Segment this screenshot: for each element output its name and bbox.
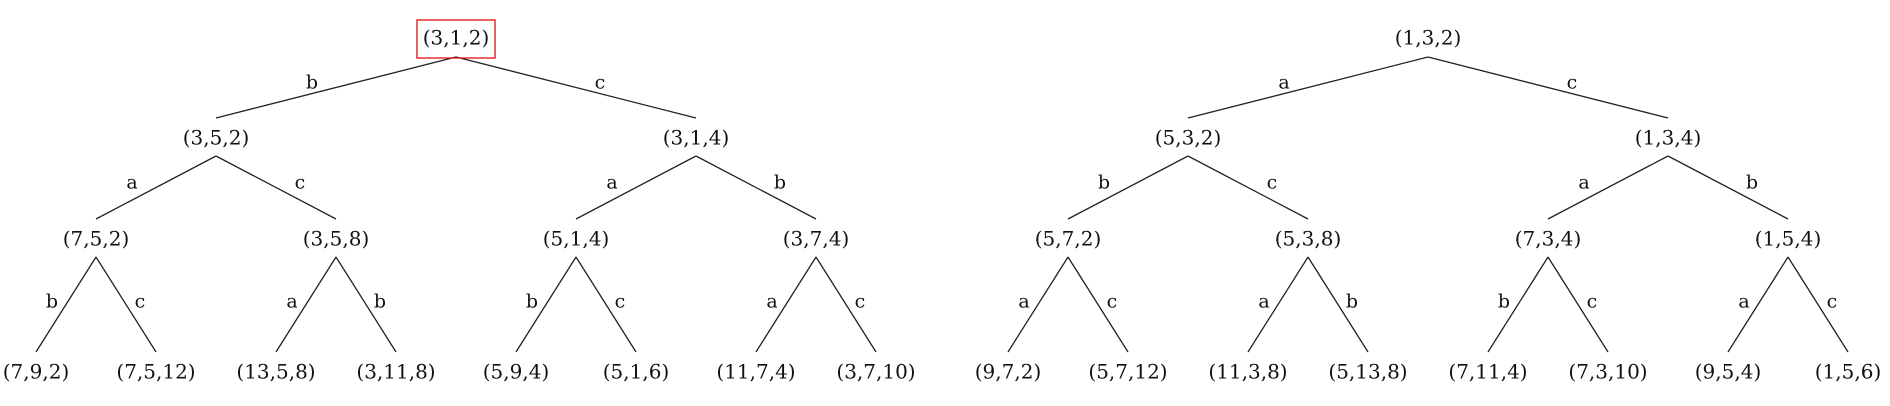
tree-edge bbox=[215, 56, 457, 119]
tree-node: (7,5,2) bbox=[63, 227, 130, 251]
edge-label: c bbox=[1587, 291, 1598, 313]
tree-leaf-node: (5,1,6) bbox=[603, 360, 670, 384]
tree-node: (1,3,4) bbox=[1635, 126, 1702, 150]
tree-edge bbox=[755, 256, 817, 353]
edge-label: c bbox=[135, 291, 146, 313]
tree-leaf-node: (11,3,8) bbox=[1208, 360, 1287, 384]
edge-label: b bbox=[46, 291, 58, 313]
tree-leaf-node: (7,5,12) bbox=[116, 360, 195, 384]
edge-label: c bbox=[295, 172, 306, 194]
tree-edge bbox=[1007, 256, 1069, 353]
tree-labels: a b a (9,7,2) c (5,7,12) (5,7,2) c a (11,3,8) b (5,… bbox=[975, 26, 1882, 384]
tree-edge bbox=[575, 256, 637, 353]
tree-root-node: (1,3,2) bbox=[1395, 26, 1462, 50]
edge-label: a bbox=[1738, 291, 1749, 313]
tree-edge bbox=[95, 155, 217, 220]
tree-edge bbox=[695, 155, 817, 220]
tree-leaf-node: (1,5,6) bbox=[1815, 360, 1882, 384]
edge-label: a bbox=[606, 172, 617, 194]
tree-leaf-node: (7,11,4) bbox=[1448, 360, 1527, 384]
tree-edge bbox=[1547, 256, 1609, 353]
tree-edge bbox=[1787, 256, 1849, 353]
tree-edge bbox=[575, 155, 697, 220]
tree-leaf-node: (3,7,10) bbox=[836, 360, 915, 384]
tree-leaf-node: (9,7,2) bbox=[975, 360, 1042, 384]
tree-edge bbox=[455, 56, 697, 119]
tree-edge bbox=[515, 256, 577, 353]
tree-edge bbox=[1247, 256, 1309, 353]
tree-leaf-node: (3,11,8) bbox=[356, 360, 435, 384]
edge-label: c bbox=[1827, 291, 1838, 313]
tree-edges bbox=[1007, 56, 1849, 353]
tree-edge bbox=[1067, 155, 1189, 220]
tree-edge bbox=[1187, 56, 1429, 119]
tree-leaf-node: (7,9,2) bbox=[3, 360, 70, 384]
tree-node: (5,3,2) bbox=[1155, 126, 1222, 150]
edge-label: b bbox=[306, 72, 318, 94]
edge-label: b bbox=[1498, 291, 1510, 313]
tree-root-node: (3,1,2) bbox=[423, 26, 490, 50]
tree-edge bbox=[275, 256, 337, 353]
tree-leaf-node: (11,7,4) bbox=[716, 360, 795, 384]
tree-node: (1,5,4) bbox=[1755, 227, 1822, 251]
edge-label: b bbox=[1746, 172, 1758, 194]
edge-label: a bbox=[1278, 72, 1289, 94]
tree-edge bbox=[1667, 155, 1789, 220]
tree-leaf-node: (5,13,8) bbox=[1328, 360, 1407, 384]
edge-label: c bbox=[1267, 172, 1278, 194]
tree-labels: b a b (7,9,2) c (7,5,12) (7,5,2) c a (13,5,8) b (3,… bbox=[3, 19, 916, 384]
tree-node: (5,7,2) bbox=[1035, 227, 1102, 251]
edge-label: b bbox=[374, 291, 386, 313]
tree-edge bbox=[815, 256, 877, 353]
tree-edge bbox=[1547, 155, 1669, 220]
tree-node: (5,3,8) bbox=[1275, 227, 1342, 251]
tree-node: (3,5,8) bbox=[303, 227, 370, 251]
tree-node: (3,5,2) bbox=[183, 126, 250, 150]
tree-edge bbox=[1487, 256, 1549, 353]
edge-label: b bbox=[774, 172, 786, 194]
tree-edge bbox=[1427, 56, 1669, 119]
edge-label: a bbox=[1258, 291, 1269, 313]
tree-leaf-node: (7,3,10) bbox=[1568, 360, 1647, 384]
edge-label: a bbox=[286, 291, 297, 313]
tree-node: (3,1,4) bbox=[663, 126, 730, 150]
tree-leaf-node: (5,9,4) bbox=[483, 360, 550, 384]
tree-edge bbox=[215, 155, 337, 220]
edge-label: c bbox=[615, 291, 626, 313]
edge-label: a bbox=[1018, 291, 1029, 313]
tree-edges bbox=[35, 56, 877, 353]
edge-label: c bbox=[595, 72, 606, 94]
tree-leaf-node: (13,5,8) bbox=[236, 360, 315, 384]
tree-edge bbox=[1187, 155, 1309, 220]
tree-edge bbox=[35, 256, 97, 353]
edge-label: a bbox=[766, 291, 777, 313]
tree-node: (5,1,4) bbox=[543, 227, 610, 251]
edge-label: c bbox=[1107, 291, 1118, 313]
root-highlight-box bbox=[416, 19, 496, 59]
edge-label: c bbox=[855, 291, 866, 313]
edge-label: b bbox=[526, 291, 538, 313]
edge-label: b bbox=[1098, 172, 1110, 194]
tree-node: (3,7,4) bbox=[783, 227, 850, 251]
tree-edge bbox=[1307, 256, 1369, 353]
edge-label: a bbox=[126, 172, 137, 194]
edge-label: c bbox=[1567, 72, 1578, 94]
tree-leaf-node: (9,5,4) bbox=[1695, 360, 1762, 384]
edge-label: a bbox=[1578, 172, 1589, 194]
tree-edge bbox=[95, 256, 157, 353]
tree-node: (7,3,4) bbox=[1515, 227, 1582, 251]
tree-edge bbox=[1067, 256, 1129, 353]
tree-1: b a b (7,9,2) c (7,5,12) (7,5,2) c a (13,5,8) b (3,… bbox=[3, 19, 916, 384]
tree-leaf-node: (5,7,12) bbox=[1088, 360, 1167, 384]
edge-label: b bbox=[1346, 291, 1358, 313]
tree-edge bbox=[335, 256, 397, 353]
tree-2: a b a (9,7,2) c (5,7,12) (5,7,2) c a (11,3,8) b (5,… bbox=[975, 26, 1882, 384]
tree-edge bbox=[1727, 256, 1789, 353]
